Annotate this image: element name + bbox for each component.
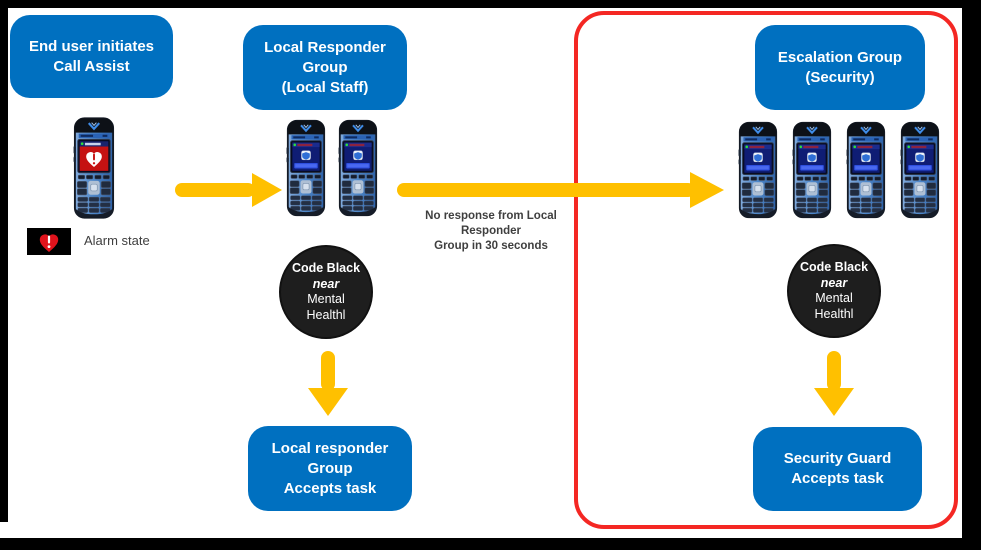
node-text-line: End user initiates (28, 37, 155, 55)
image-border-left (0, 0, 8, 522)
note-line: Group in 30 seconds (434, 240, 548, 252)
node-text-line: Local responder (271, 439, 389, 457)
badge-code-black-local: Code Black near Mental Healthl (279, 245, 373, 339)
wireless-handset-icon (792, 121, 832, 219)
badge-text-line: Mental (307, 292, 345, 306)
node-text-line: Local Responder (264, 38, 386, 56)
wireless-handset-icon (286, 119, 326, 217)
arrow-local-to-escalation-icon (397, 172, 724, 208)
node-text-line: Group (302, 58, 348, 76)
alarm-heart-glyph (39, 234, 59, 252)
wireless-handset-icon (900, 121, 940, 219)
node-text-line: Call Assist (53, 57, 130, 75)
badge-qualifier: near (312, 276, 340, 291)
wireless-handset-icon (846, 121, 886, 219)
badge-code-black-escalation: Code Black near Mental Healthl (787, 244, 881, 338)
node-end-user-initiates: End user initiates Call Assist (10, 15, 173, 98)
image-border-right (962, 0, 981, 550)
node-local-responder-group: Local Responder Group (Local Staff) (243, 25, 407, 110)
note-line: Responder (460, 225, 522, 237)
node-text-line: (Security) (805, 68, 875, 86)
alarm-state-label: Alarm state (84, 233, 150, 248)
image-border-bottom (0, 538, 981, 550)
node-text-line: Escalation Group (777, 48, 903, 66)
arrow-codeblack-to-security-accepts-icon (814, 351, 854, 416)
wireless-handset-icon (338, 119, 378, 217)
wireless-handset-icon (738, 121, 778, 219)
wireless-handset-alarm-icon (73, 117, 115, 219)
node-text-line: Security Guard (783, 450, 892, 467)
arrow-enduser-to-local-icon (175, 173, 282, 207)
node-text-line: Group (307, 459, 353, 477)
alarm-heart-icon (27, 228, 71, 255)
arrow-codeblack-to-local-accepts-icon (308, 351, 348, 416)
node-local-responder-accepts: Local responder Group Accepts task (248, 426, 412, 511)
node-text-line: (Local Staff) (281, 78, 369, 96)
badge-qualifier: near (820, 275, 848, 290)
badge-text-line: Healthl (306, 307, 346, 322)
node-escalation-group: Escalation Group (Security) (755, 25, 925, 110)
escalation-group-outline (574, 11, 958, 529)
badge-text-line: Healthl (814, 306, 854, 321)
image-border-top (0, 0, 981, 8)
badge-text-line: Mental (815, 291, 853, 305)
node-text-line: Accepts task (283, 479, 377, 497)
badge-title: Code Black (291, 261, 361, 275)
note-line: No response from Local (425, 210, 557, 222)
badge-title: Code Black (799, 260, 869, 274)
no-response-note: No response from Local Responder Group i… (405, 209, 577, 254)
node-text-line: Accepts task (791, 470, 884, 487)
node-security-guard-accepts: Security Guard Accepts task (753, 427, 922, 511)
